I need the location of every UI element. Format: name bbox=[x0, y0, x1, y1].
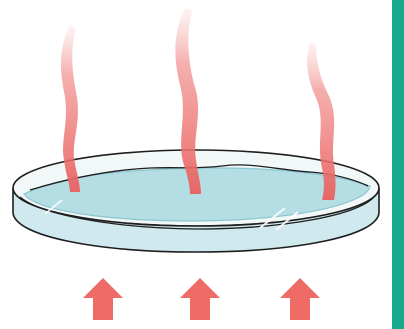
heat-arrows bbox=[83, 278, 320, 320]
vapor-wisps bbox=[60, 8, 336, 200]
glass-highlight bbox=[275, 211, 299, 231]
heat-arrow-icon bbox=[83, 278, 123, 320]
vapor-wisp-icon bbox=[175, 8, 201, 194]
vapor-wisp-icon bbox=[307, 42, 336, 200]
dish-water bbox=[23, 167, 371, 222]
vapor-wisp-icon bbox=[60, 25, 80, 192]
heat-arrow-icon bbox=[180, 278, 220, 320]
dish-side-wall bbox=[12, 187, 380, 253]
dish-inner-edge bbox=[19, 196, 375, 230]
glass-highlight bbox=[44, 199, 63, 215]
heat-arrow-icon bbox=[280, 278, 320, 320]
water-surface-line bbox=[29, 164, 369, 191]
side-color-strip bbox=[392, 0, 404, 329]
glass-highlight bbox=[259, 207, 286, 229]
